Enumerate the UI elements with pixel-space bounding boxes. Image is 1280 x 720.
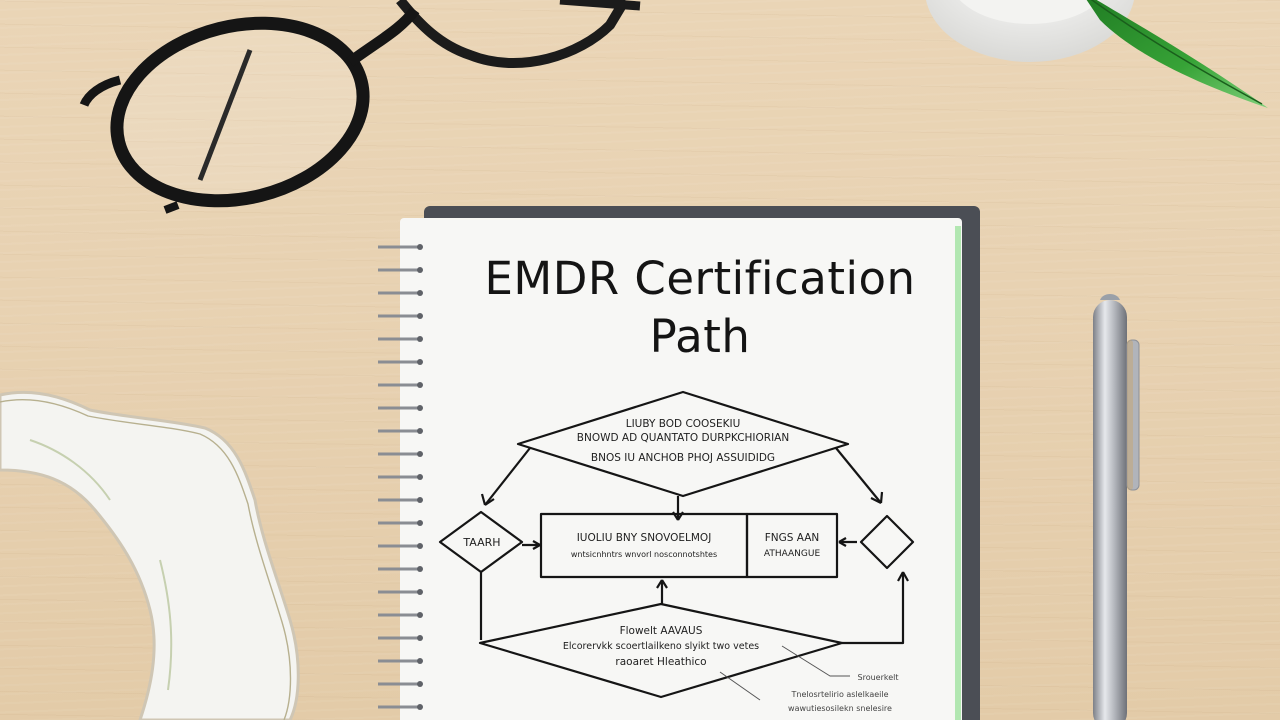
right-box-label-1: FNGS AAN xyxy=(764,532,820,544)
margin-note-1: Srouerkelt xyxy=(857,673,899,682)
pen-icon xyxy=(1093,294,1140,720)
margin-note-3: wawutiesosilekn snelesire xyxy=(788,704,892,713)
top-diamond-label-3: BNOS IU ANCHOB PHOJ ASSUIDIDG xyxy=(590,452,776,464)
bottom-diamond xyxy=(478,602,844,699)
bottom-diamond-label-1: Flowelt AAVAUS xyxy=(619,625,703,637)
top-diamond-label-1: LIUBY BOD COOSEKIU xyxy=(625,418,741,430)
top-diamond-label-2: BNOWD AD QUANTATO DURPKCHIORIAN xyxy=(576,432,790,444)
page-title-line2: Path xyxy=(649,310,751,363)
cup-icon xyxy=(926,0,1134,62)
notebook xyxy=(378,206,980,720)
left-diamond-label: TAARH xyxy=(463,536,501,549)
center-box-label-2: wntsicnhntrs wnvorl nosconnotshtes xyxy=(570,550,718,559)
florida-map-icon xyxy=(0,390,300,720)
eyeglasses-icon xyxy=(79,0,641,214)
top-diamond xyxy=(516,390,850,498)
spiral-binding xyxy=(378,245,422,709)
center-box-label-1: IUOLIU BNY SNOVOELMOJ xyxy=(576,532,712,544)
flowchart xyxy=(438,390,915,701)
right-box-label-2: ATHAANGUE xyxy=(763,549,821,559)
right-box xyxy=(745,512,839,579)
right-diamond xyxy=(859,514,915,570)
bottom-diamond-label-2: Elcorervkk scoertlailkeno slyikt two vet… xyxy=(562,641,760,652)
margin-note-2: Tnelosrtelirio aslelkaeile xyxy=(791,690,889,699)
bottom-diamond-label-3: raoaret Hleathico xyxy=(615,656,707,668)
page-title-line1: EMDR Certification xyxy=(484,252,916,305)
